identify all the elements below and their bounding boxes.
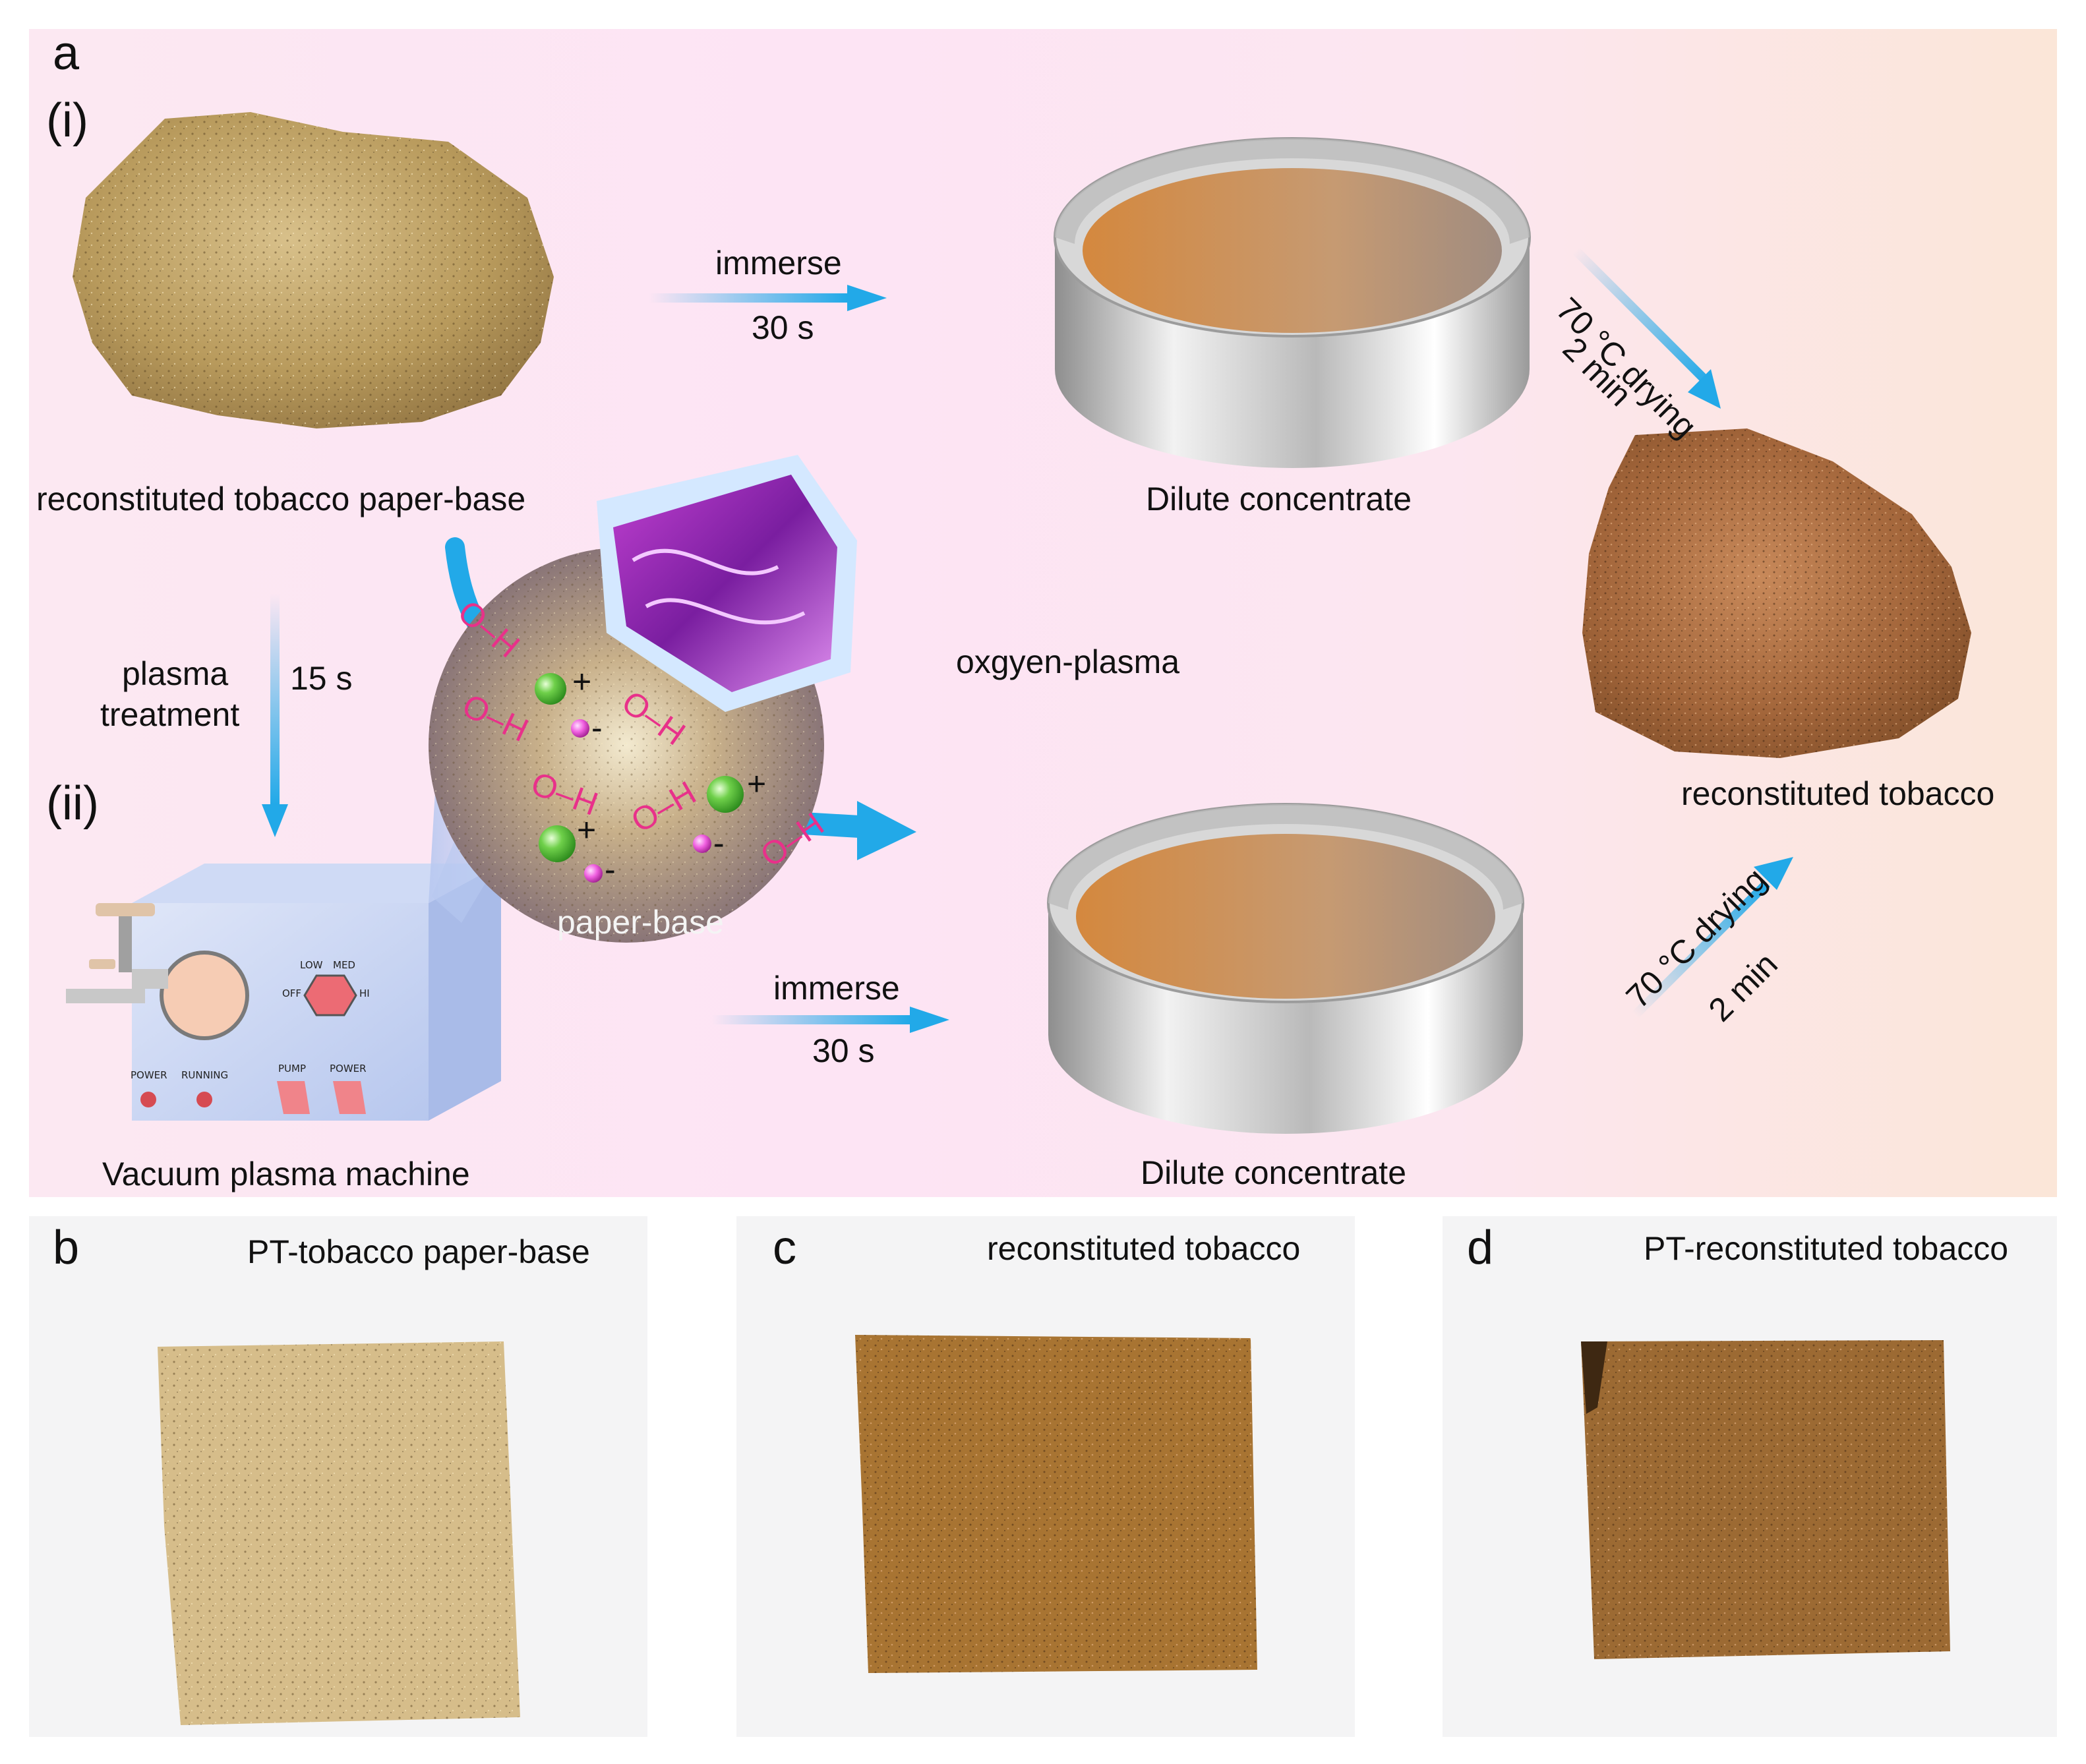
machine-pump-label: PUMP — [278, 1063, 307, 1074]
panel-letter-d: d — [1467, 1221, 1494, 1274]
radical-particles — [535, 673, 744, 883]
dish1-label: Dilute concentrate — [1146, 481, 1412, 517]
plasma-label: plasma — [122, 655, 229, 692]
machine-med-label: MED — [333, 959, 355, 971]
vacuum-plasma-machine — [66, 791, 501, 1121]
panel-d-photo — [1443, 1216, 2057, 1737]
panel-c-title: reconstituted tobacco — [987, 1230, 1301, 1267]
arrow-immerse-1 — [649, 285, 887, 311]
immerse-label-2: immerse — [773, 970, 900, 1007]
machine-off-label: OFF — [282, 987, 302, 999]
immerse-time-1: 30 s — [752, 309, 814, 346]
minus-sign: - — [591, 709, 603, 746]
dish2-label: Dilute concentrate — [1141, 1154, 1407, 1191]
machine-power-label: POWER — [131, 1069, 167, 1081]
machine-hi-label: HI — [359, 987, 370, 999]
machine-power2-label: POWER — [330, 1063, 367, 1074]
machine-low-label: LOW — [300, 959, 323, 971]
arrow-drying-1 — [1572, 247, 1721, 409]
paper-base-inset-label: paper-base — [557, 904, 724, 941]
arrow-drying-2 — [1632, 857, 1793, 1018]
immerse-time-2: 30 s — [812, 1032, 875, 1069]
row-label-i: (i) — [46, 94, 88, 147]
arrow-immerse-2 — [712, 1007, 949, 1033]
paper-base-sheet — [73, 112, 554, 428]
panel-letter-c: c — [773, 1221, 796, 1274]
machine-label: Vacuum plasma machine — [102, 1156, 470, 1192]
panel-d-title: PT-reconstituted tobacco — [1644, 1230, 2009, 1267]
paper-base-label: reconstituted tobacco paper-base — [36, 481, 526, 517]
machine-running-label: RUNNING — [181, 1069, 229, 1081]
immerse-label-1: immerse — [715, 245, 842, 281]
plus-sign: + — [577, 811, 597, 848]
petri-dish-1 — [1054, 137, 1531, 468]
minus-sign: - — [713, 825, 725, 862]
minus-sign: - — [605, 851, 616, 888]
oxygen-plasma-label: oxgyen-plasma — [956, 643, 1180, 680]
arrow-plasma-treatment — [262, 593, 288, 837]
panel-letter-a: a — [53, 27, 80, 80]
plus-sign: + — [747, 765, 767, 802]
panel-c-photo — [736, 1216, 1355, 1737]
petri-dish-2 — [1047, 803, 1524, 1134]
plasma-beam — [597, 455, 857, 712]
reconstituted-tobacco-sheet — [1582, 428, 1971, 758]
panel-letter-b: b — [53, 1221, 80, 1274]
panel-b-title: PT-tobacco paper-base — [247, 1233, 590, 1270]
product-label: reconstituted tobacco — [1681, 775, 1995, 812]
zoom-circle-paper-base — [429, 547, 824, 943]
treatment-label: treatment — [100, 696, 240, 733]
row-label-ii: (ii) — [46, 777, 99, 830]
plus-sign: + — [572, 663, 592, 700]
plasma-time-label: 15 s — [290, 660, 353, 697]
panel-b-photo — [29, 1216, 647, 1737]
